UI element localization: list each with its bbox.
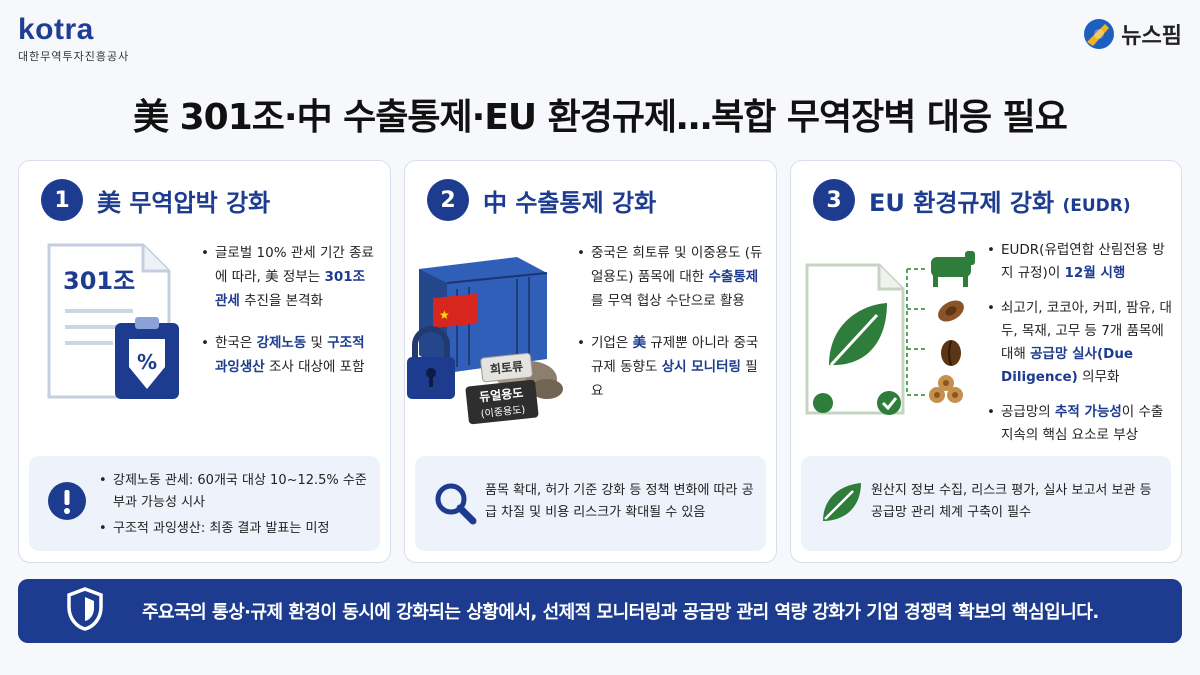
bullet-item: EUDR(유럽연합 산림전용 방지 규정)이 12월 시행 — [987, 239, 1177, 285]
card-title: 中 수출통제 강화 — [483, 188, 657, 217]
svg-text:★: ★ — [439, 308, 450, 322]
document-icon: % — [43, 239, 193, 413]
logs-icon — [929, 375, 963, 403]
summary-text: 주요국의 통상·규제 환경이 동시에 강화되는 상황에서, 선제적 모니터링과 … — [142, 602, 1099, 623]
card-note: 원산지 정보 수집, 리스크 평가, 실사 보고서 보관 등 공급망 관리 체계… — [801, 456, 1171, 551]
bullet-item: 기업은 美 규제뿐 아니라 중국 규제 동향도 상시 모니터링 필요 — [577, 331, 769, 403]
page-title: 美 301조·中 수출통제·EU 환경규제…복합 무역장벽 대응 필요 — [133, 97, 1068, 138]
card-number: 3 — [813, 179, 855, 221]
summary-banner: 주요국의 통상·규제 환경이 동시에 강화되는 상황에서, 선제적 모니터링과 … — [18, 579, 1182, 643]
newspim-logo: 뉴스핌 — [1083, 18, 1182, 50]
bullet-item: 중국은 희토류 및 이중용도 (듀얼용도) 품목에 대한 수출통제를 무역 협상… — [577, 241, 769, 313]
coffee-icon — [941, 340, 961, 366]
shield-icon — [66, 587, 104, 635]
card-bullets: 글로벌 10% 관세 기간 종료에 따라, 美 정부는 301조 관세 추진을 … — [201, 241, 381, 397]
note-item: 구조적 과잉생산: 최종 결과 발표는 미정 — [99, 518, 368, 540]
leaf-icon — [819, 481, 863, 529]
kotra-wordmark: kotra — [18, 13, 94, 46]
kotra-subtitle: 대한무역투자진흥공사 — [18, 50, 130, 63]
rare-earth-tag: 희토류 — [479, 352, 534, 383]
bullet-item: 쇠고기, 코코아, 커피, 팜유, 대두, 목재, 고무 등 7개 품목에 대해… — [987, 297, 1177, 389]
percent-clipboard-icon: % — [115, 317, 179, 399]
dual-use-tag: 듀얼용도 (이중용도) — [465, 379, 539, 425]
magnifier-icon — [433, 481, 477, 529]
card-us-pressure: 1 美 무역압박 강화 % 301조 글로벌 10% 관세 기간 종료에 따라,… — [18, 160, 391, 563]
note-text: 품목 확대, 허가 기준 강화 등 정책 변화에 따라 공급 차질 및 비용 리… — [485, 483, 754, 520]
newspim-mark-icon — [1084, 19, 1115, 49]
card-china-export-control: 2 中 수출통제 강화 ★ 희토류 — [404, 160, 777, 563]
lock-icon — [407, 326, 455, 399]
bullet-item: 글로벌 10% 관세 기간 종료에 따라, 美 정부는 301조 관세 추진을 … — [201, 241, 381, 313]
card-header: 1 美 무역압박 강화 — [41, 179, 270, 221]
card-title: 美 무역압박 강화 — [97, 188, 271, 217]
card-number: 2 — [427, 179, 469, 221]
leaf-doc-icon — [799, 245, 989, 429]
note-item: 강제노동 관세: 60개국 대상 10~12.5% 수준 부과 가능성 시사 — [99, 470, 368, 514]
bullet-item: 공급망의 추적 가능성이 수출 지속의 핵심 요소로 부상 — [987, 401, 1177, 447]
card-note: 품목 확대, 허가 기준 강화 등 정책 변화에 따라 공급 차질 및 비용 리… — [415, 456, 766, 551]
note-text: 원산지 정보 수집, 리스크 평가, 실사 보고서 보관 등 공급망 관리 체계… — [871, 483, 1152, 520]
card-number: 1 — [41, 179, 83, 221]
doc-label: 301조 — [63, 267, 136, 295]
card-title: EU 환경규제 강화 (EUDR) — [869, 188, 1131, 217]
cattle-icon — [931, 251, 975, 287]
alert-icon — [47, 481, 87, 525]
card-bullets: 중국은 희토류 및 이중용도 (듀얼용도) 품목에 대한 수출통제를 무역 협상… — [577, 241, 769, 421]
bullet-item: 한국은 강제노동 및 구조적 과잉생산 조사 대상에 포함 — [201, 331, 381, 379]
card-bullets: EUDR(유럽연합 산림전용 방지 규정)이 12월 시행 쇠고기, 코코아, … — [987, 239, 1177, 465]
card-eu-environment: 3 EU 환경규제 강화 (EUDR) EUDR(유럽연합 산림전용 방지 규정… — [790, 160, 1182, 563]
cocoa-icon — [938, 300, 964, 322]
card-note: 강제노동 관세: 60개국 대상 10~12.5% 수준 부과 가능성 시사 구… — [29, 456, 380, 551]
card-header: 3 EU 환경규제 강화 (EUDR) — [813, 179, 1131, 221]
newspim-wordmark: 뉴스핌 — [1121, 24, 1182, 49]
card-header: 2 中 수출통제 강화 — [427, 179, 656, 221]
kotra-logo: kotra 대한무역투자진흥공사 — [18, 14, 129, 64]
svg-text:%: % — [137, 350, 157, 374]
